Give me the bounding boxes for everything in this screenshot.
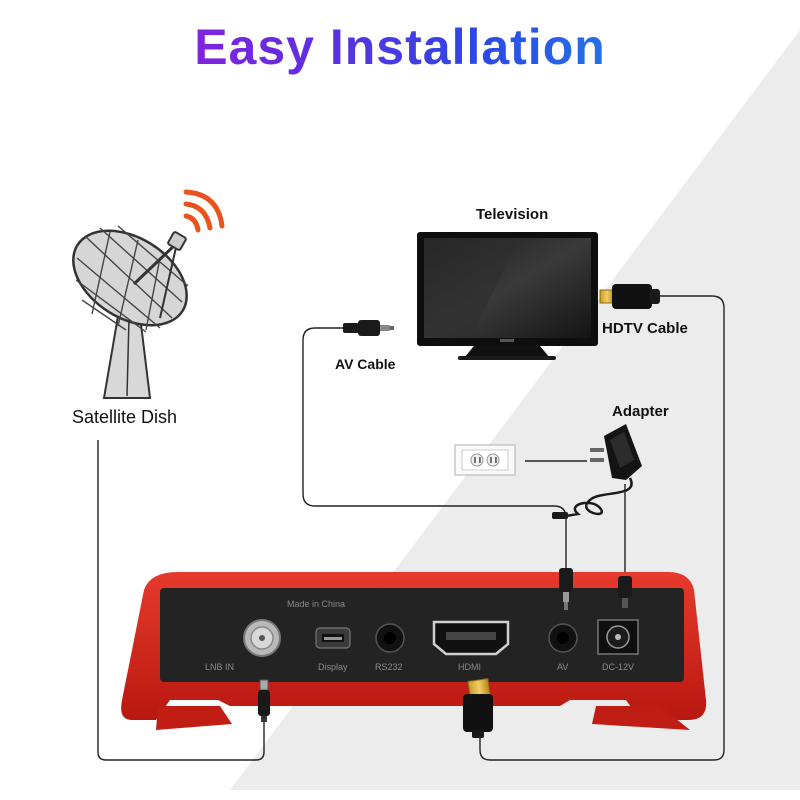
satellite-dish-icon <box>72 225 189 399</box>
adapter-label: Adapter <box>612 403 669 420</box>
av-label: AV <box>557 662 569 672</box>
satellite-dish-label: Satellite Dish <box>72 407 178 427</box>
television-icon <box>417 232 598 360</box>
lnb-in-label: LNB IN <box>205 662 235 672</box>
rs232-port-icon <box>375 623 405 653</box>
av-cable-jack-icon <box>343 320 394 336</box>
dc-port-icon <box>597 619 639 655</box>
av-cable-label: AV Cable <box>335 356 396 372</box>
coax-plug-icon <box>258 679 270 722</box>
made-in-label: Made in China <box>287 599 346 609</box>
av-plug-icon <box>559 568 573 610</box>
hdmi-label: HDMI <box>458 662 481 672</box>
hdmi-port-icon <box>432 620 510 656</box>
hdmi-cable-tv-icon <box>599 284 660 309</box>
connection-lines <box>97 295 725 761</box>
signal-waves-icon <box>183 189 225 233</box>
wall-socket-icon <box>454 444 516 476</box>
av-port-icon <box>548 623 578 653</box>
dc-label: DC-12V <box>602 662 635 672</box>
television-label: Television <box>476 206 549 223</box>
display-port-icon <box>315 627 351 649</box>
rs232-label: RS232 <box>375 662 403 672</box>
page-title: Easy Installation <box>0 18 800 76</box>
power-adapter-icon <box>552 424 642 519</box>
display-label: Display <box>318 662 348 672</box>
hdmi-plug-icon <box>463 678 493 738</box>
lnb-in-port-icon <box>243 619 281 657</box>
hdtv-cable-label: HDTV Cable <box>602 320 688 337</box>
dc-plug-icon <box>618 576 632 608</box>
